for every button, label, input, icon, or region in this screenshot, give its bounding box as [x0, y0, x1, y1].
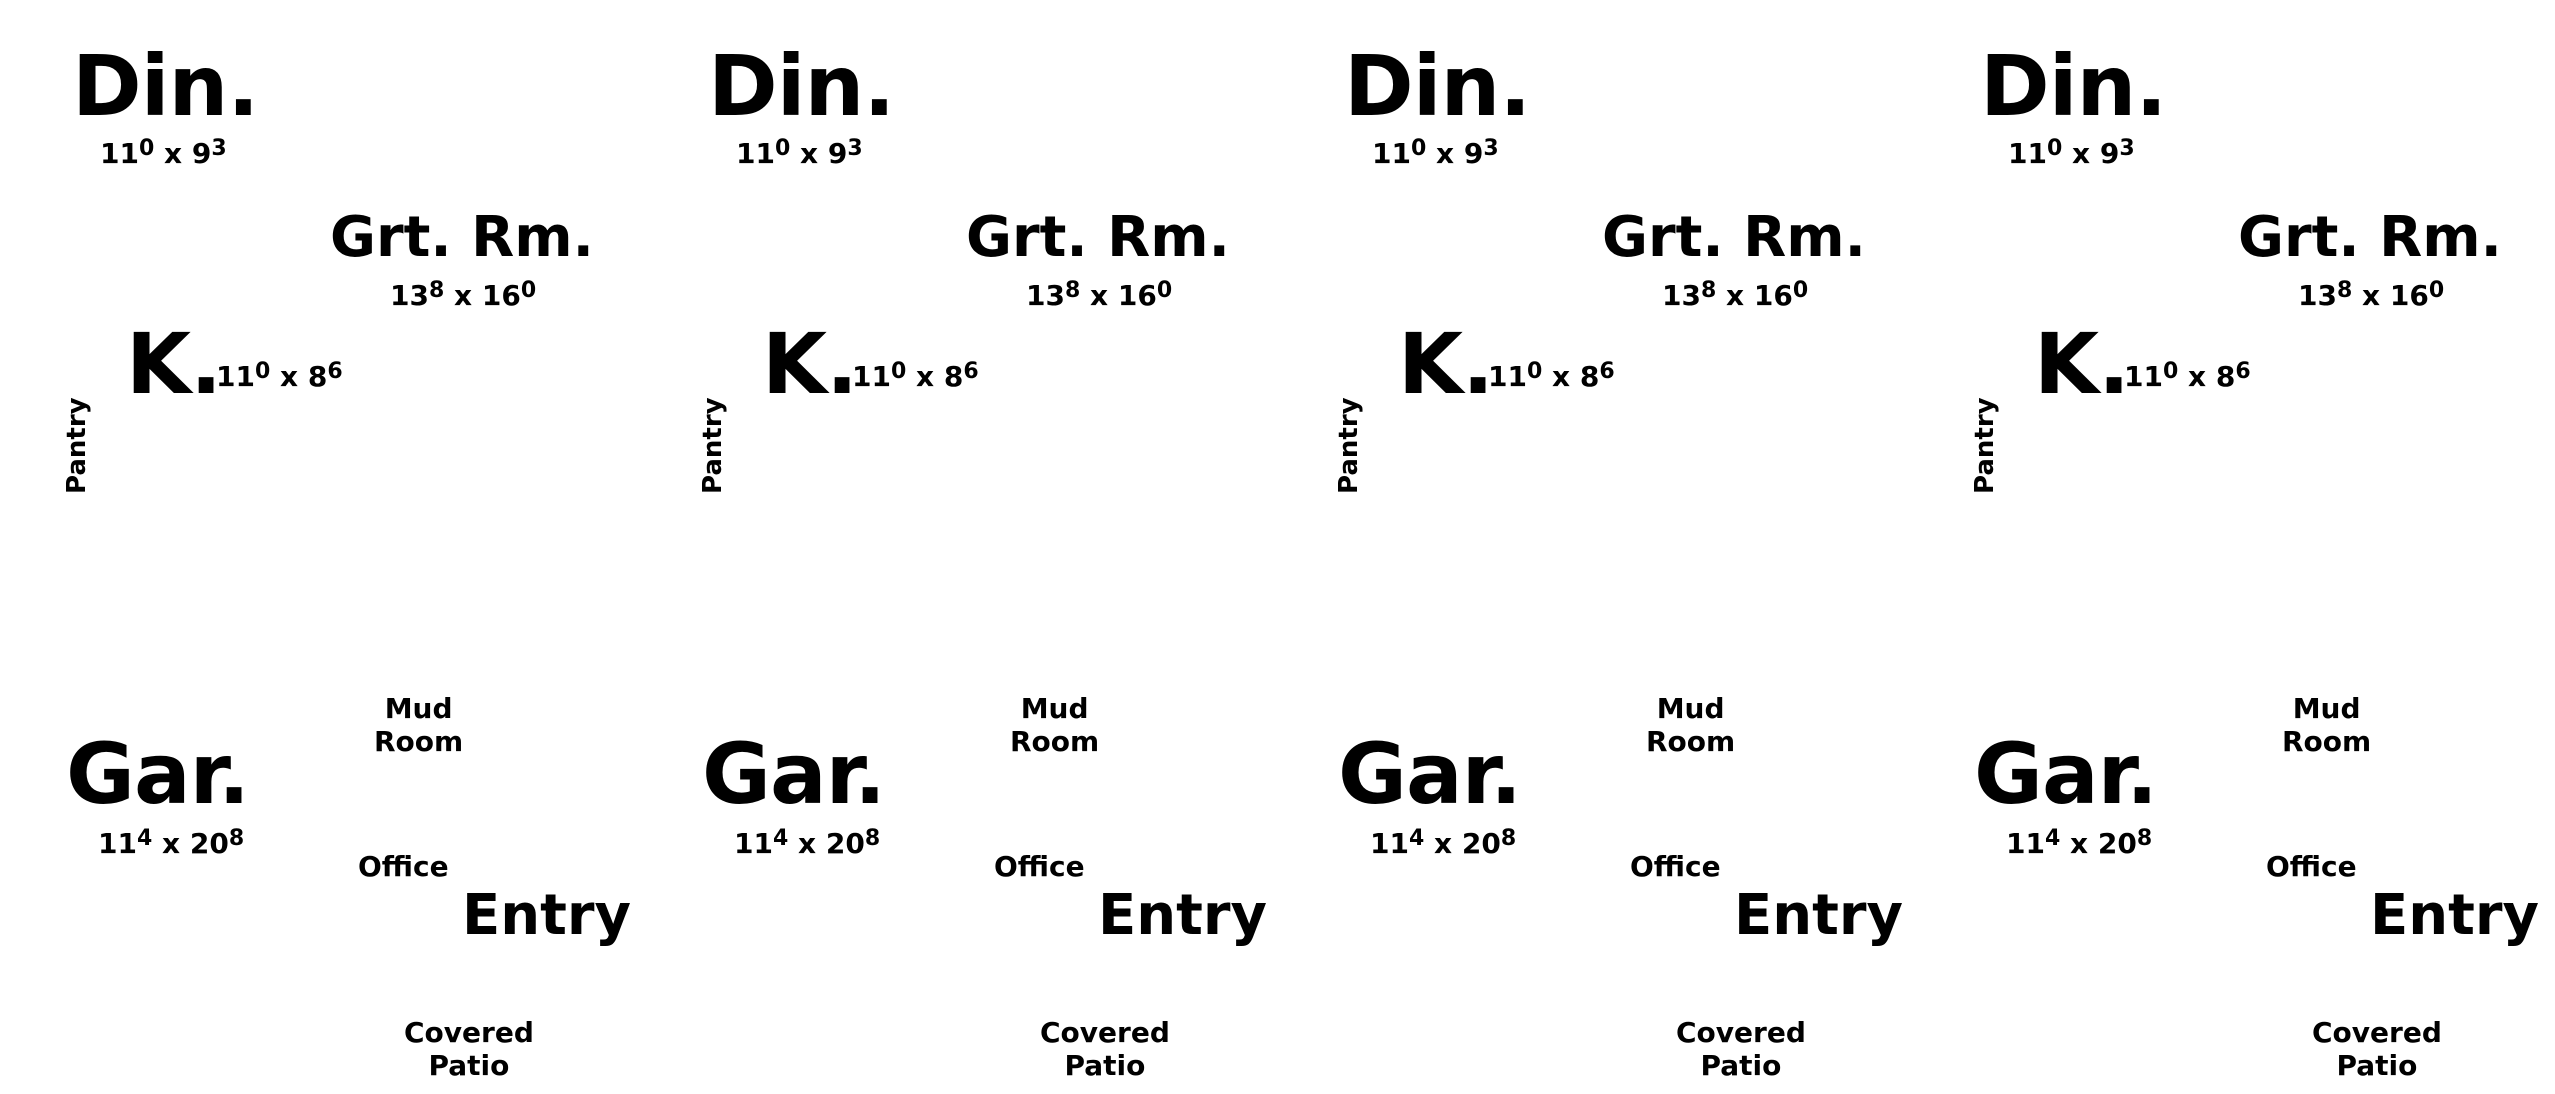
garage-label: Gar.	[66, 725, 250, 823]
garage-label: Gar.	[702, 725, 886, 823]
garage-dimensions: 114 x 208	[734, 826, 881, 860]
great-room-dimensions: 138 x 160	[390, 278, 537, 312]
garage-dimensions: 114 x 208	[1370, 826, 1517, 860]
office-label: Office	[1630, 850, 1721, 883]
garage-label: Gar.	[1974, 725, 2158, 823]
dining-room-dimensions: 110 x 93	[736, 136, 863, 170]
office-label: Office	[994, 850, 1085, 883]
pantry-label: Pantry	[698, 397, 728, 494]
great-room-label: Grt. Rm.	[330, 205, 594, 270]
kitchen-dimensions: 110 x 86	[216, 359, 343, 393]
great-room-label: Grt. Rm.	[2238, 205, 2502, 270]
pantry-label: Pantry	[1334, 397, 1364, 494]
entry-label: Entry	[1098, 883, 1268, 948]
garage-label: Gar.	[1338, 725, 1522, 823]
kitchen-label: K.	[1398, 315, 1494, 413]
kitchen-dimensions: 110 x 86	[852, 359, 979, 393]
great-room-dimensions: 138 x 160	[1662, 278, 1809, 312]
great-room-dimensions: 138 x 160	[1026, 278, 1173, 312]
entry-label: Entry	[462, 883, 632, 948]
kitchen-label: K.	[126, 315, 222, 413]
office-label: Office	[358, 850, 449, 883]
garage-dimensions: 114 x 208	[98, 826, 245, 860]
floor-plan-2: Din. 110 x 93 Grt. Rm. 138 x 160 K. 110 …	[636, 0, 1272, 1094]
dining-room-label: Din.	[1980, 37, 2167, 135]
dining-room-dimensions: 110 x 93	[1372, 136, 1499, 170]
kitchen-dimensions: 110 x 86	[1488, 359, 1615, 393]
entry-label: Entry	[1734, 883, 1904, 948]
dining-room-label: Din.	[708, 37, 895, 135]
pantry-label: Pantry	[62, 397, 92, 494]
dining-room-label: Din.	[1344, 37, 1531, 135]
pantry-label: Pantry	[1970, 397, 2000, 494]
entry-label: Entry	[2370, 883, 2540, 948]
garage-dimensions: 114 x 208	[2006, 826, 2153, 860]
great-room-label: Grt. Rm.	[1602, 205, 1866, 270]
kitchen-dimensions: 110 x 86	[2124, 359, 2251, 393]
kitchen-label: K.	[2034, 315, 2130, 413]
floor-plan-3: Din. 110 x 93 Grt. Rm. 138 x 160 K. 110 …	[1272, 0, 1908, 1094]
dining-room-label: Din.	[72, 37, 259, 135]
dining-room-dimensions: 110 x 93	[100, 136, 227, 170]
great-room-label: Grt. Rm.	[966, 205, 1230, 270]
floor-plan-4: Din. 110 x 93 Grt. Rm. 138 x 160 K. 110 …	[1908, 0, 2544, 1094]
kitchen-label: K.	[762, 315, 858, 413]
dining-room-dimensions: 110 x 93	[2008, 136, 2135, 170]
office-label: Office	[2266, 850, 2357, 883]
floor-plan-1: Din. 110 x 93 Grt. Rm. 138 x 160 K. 110 …	[0, 0, 636, 1094]
great-room-dimensions: 138 x 160	[2298, 278, 2445, 312]
